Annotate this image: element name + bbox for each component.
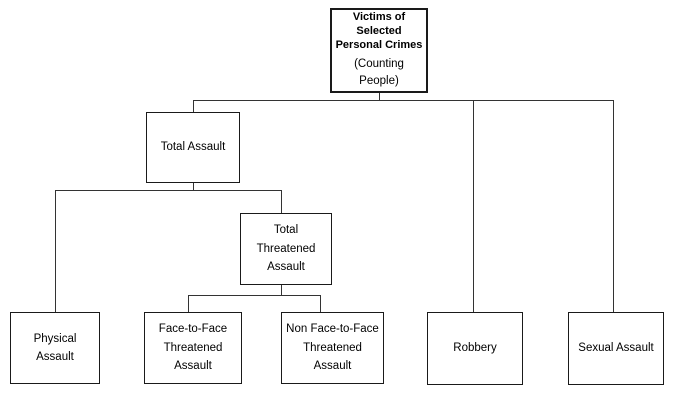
- root-node-title: Victims of Selected Personal Crimes: [335, 10, 423, 52]
- node-robbery: Robbery: [427, 312, 523, 385]
- root-node-subtitle: (Counting People): [354, 57, 404, 88]
- connector-root-stub: [379, 93, 380, 100]
- connector-drop-non-face-to-face: [320, 295, 321, 312]
- node-total-assault: Total Assault: [146, 112, 240, 183]
- connector-threatened-stub: [281, 285, 282, 295]
- connector-threatened-horizontal: [188, 295, 321, 296]
- connector-drop-physical-assault: [55, 190, 56, 312]
- connector-drop-robbery: [473, 100, 474, 312]
- connector-root-horizontal: [193, 100, 614, 101]
- node-physical-assault: Physical Assault: [10, 312, 100, 384]
- node-non-face-to-face-threatened-assault: Non Face-to-Face Threatened Assault: [281, 312, 384, 384]
- node-victims-of-selected-personal-crimes: Victims of Selected Personal Crimes (Cou…: [330, 8, 428, 93]
- node-label: Total Assault: [160, 141, 226, 154]
- connector-drop-sexual-assault: [613, 100, 614, 312]
- node-label: Non Face-to-Face Threatened Assault: [286, 323, 379, 373]
- node-total-threatened-assault: Total Threatened Assault: [240, 213, 332, 285]
- node-label: Face-to-Face Threatened Assault: [158, 323, 228, 373]
- node-label: Total Threatened Assault: [256, 224, 316, 274]
- connector-total-assault-stub: [193, 183, 194, 190]
- node-sexual-assault: Sexual Assault: [568, 312, 664, 385]
- node-face-to-face-threatened-assault: Face-to-Face Threatened Assault: [144, 312, 242, 384]
- connector-total-assault-horizontal: [55, 190, 282, 191]
- node-label: Physical Assault: [33, 332, 77, 363]
- connector-drop-face-to-face: [188, 295, 189, 312]
- node-label: Sexual Assault: [578, 342, 654, 355]
- node-label: Robbery: [453, 342, 497, 355]
- connector-drop-total-assault: [193, 100, 194, 112]
- connector-drop-total-threatened: [281, 190, 282, 213]
